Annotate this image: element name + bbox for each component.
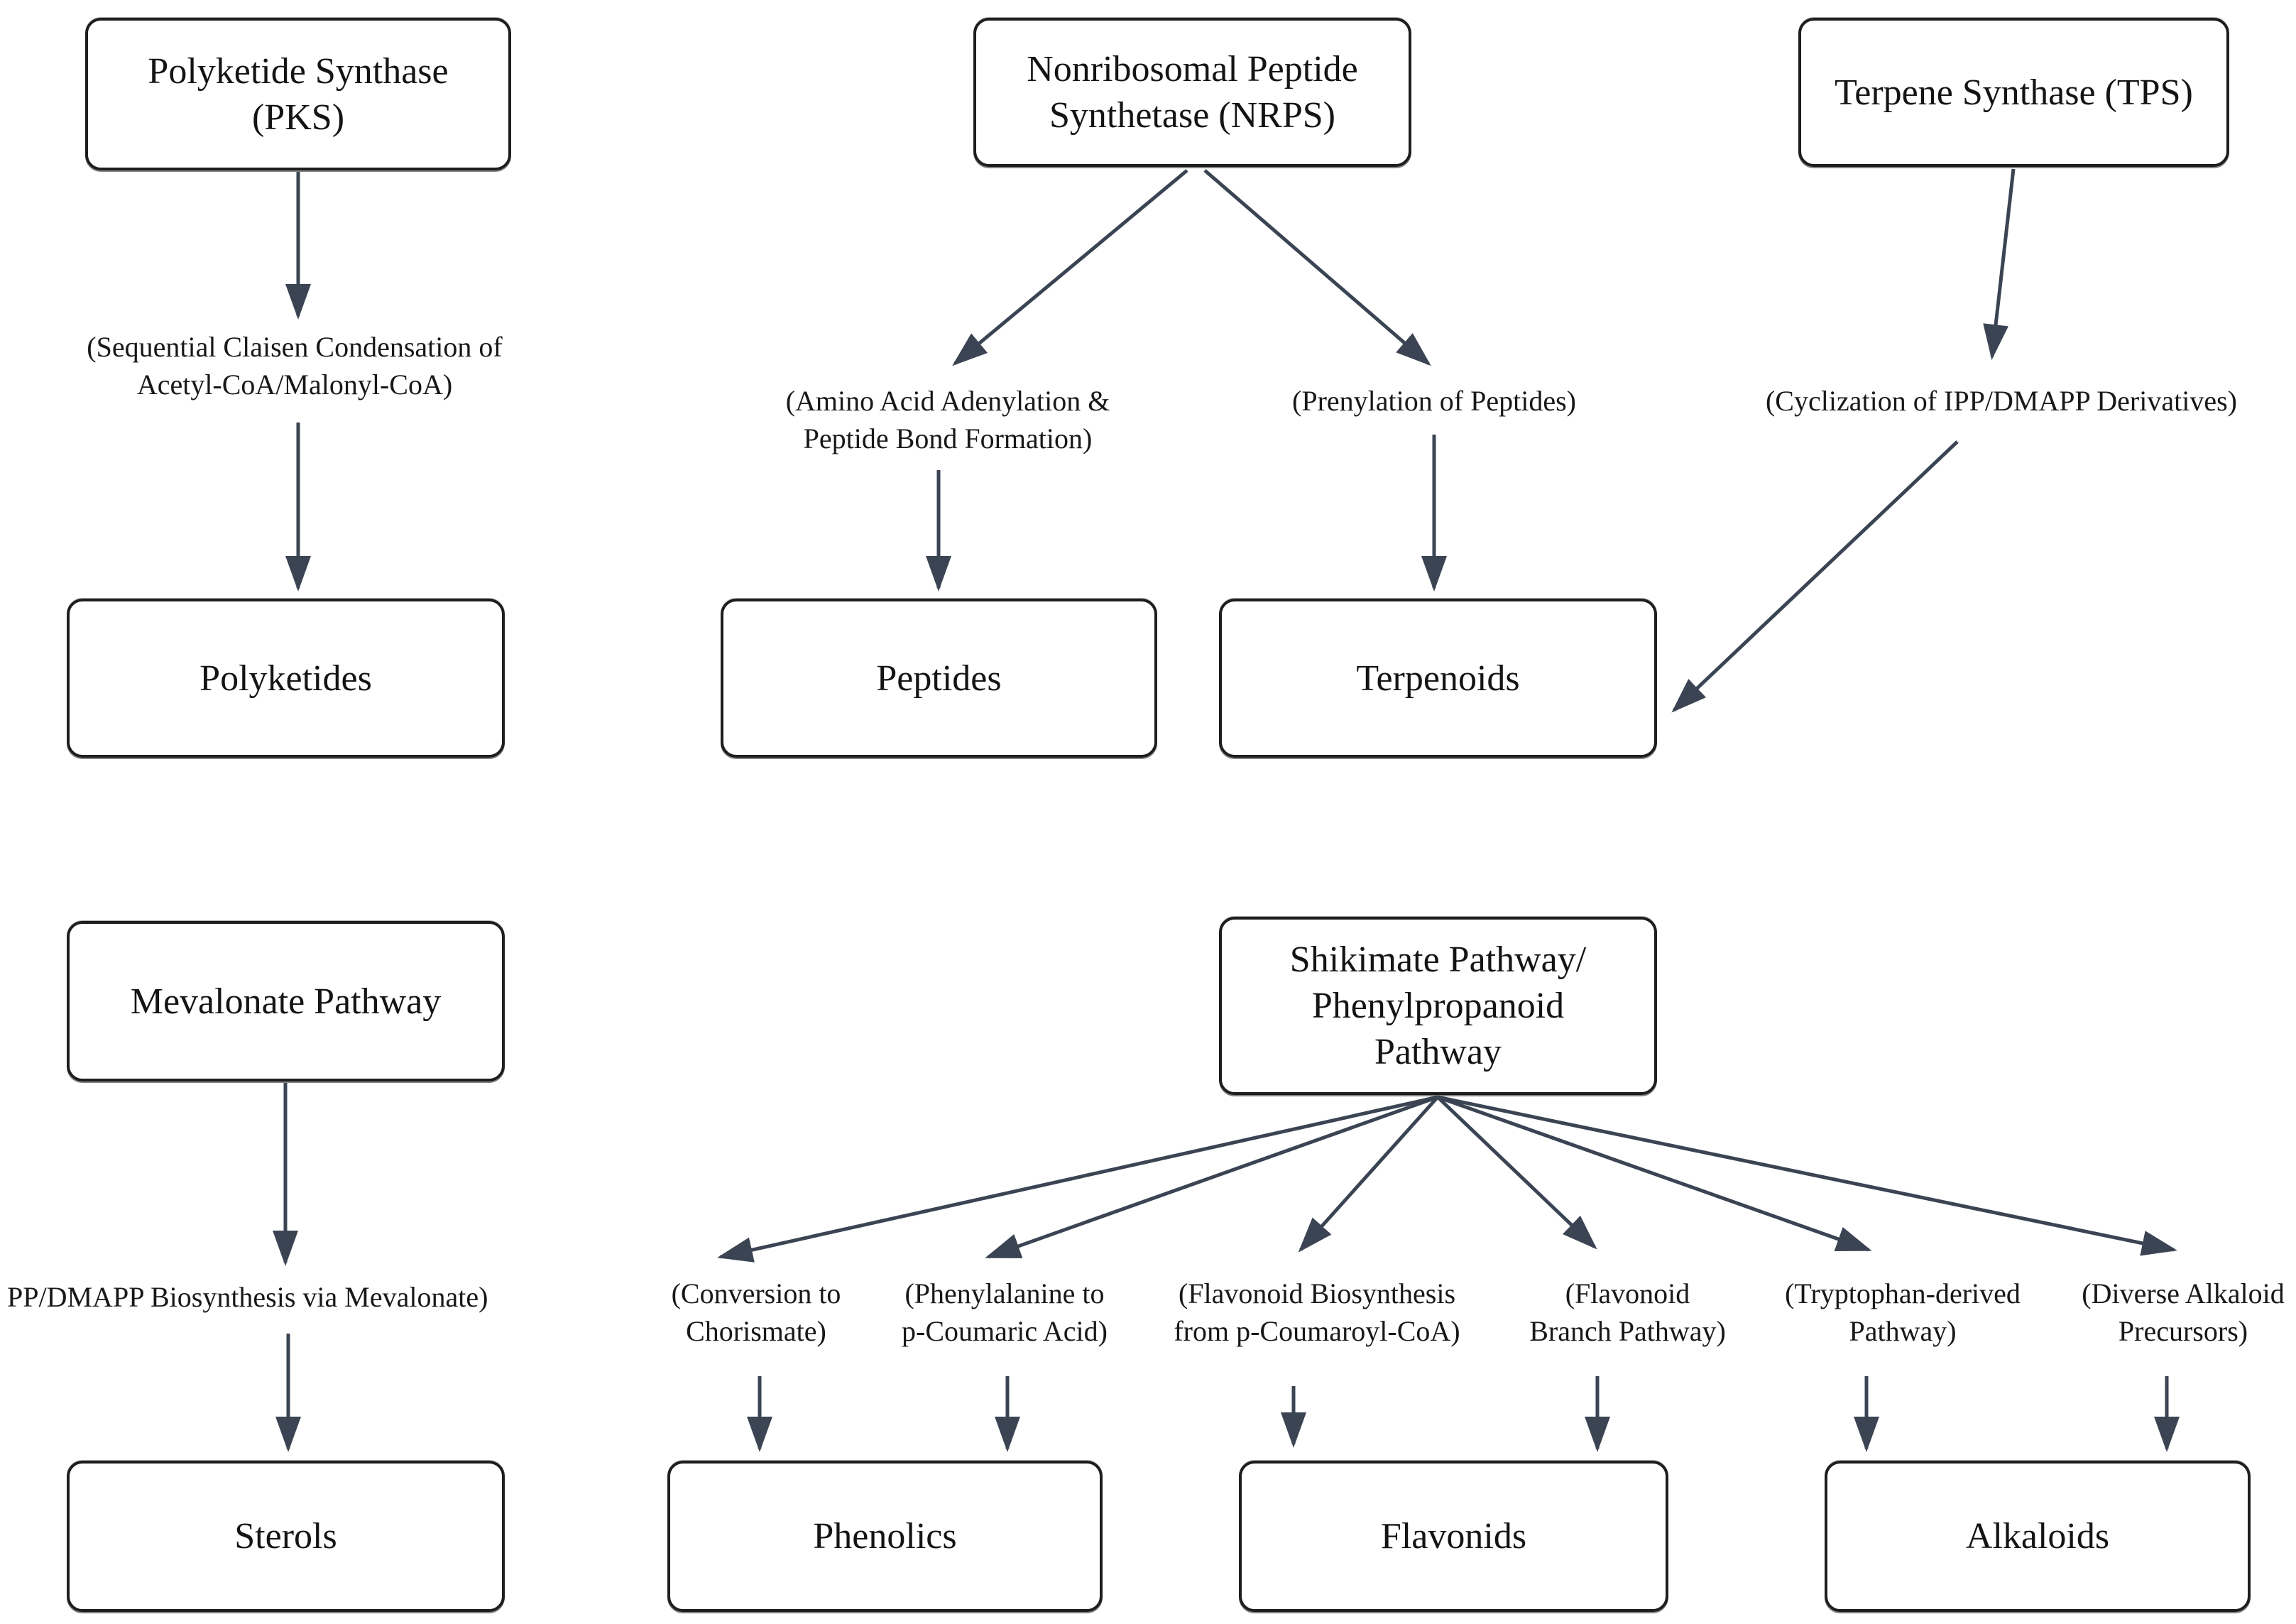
arrow-cyclization-to-terpenoids — [1671, 440, 1959, 713]
node-nrps: Nonribosomal Peptide Synthetase (NRPS) — [973, 18, 1411, 167]
annotation-nrps-prenylation: (Prenylation of Peptides) — [1292, 385, 1576, 417]
node-flavonids: Flavonids — [1239, 1461, 1668, 1612]
arrow-shikimate-to-chorismate — [717, 1095, 1438, 1263]
arrow-shikimate-to-tryptophan — [1437, 1095, 1872, 1252]
node-mevalonate-label: Mevalonate Pathway — [130, 981, 442, 1022]
annotation-tps-cyclization: (Cyclization of IPP/DMAPP Derivatives) — [1765, 385, 2237, 417]
node-polyketides: Polyketides — [67, 599, 505, 758]
node-pks-label: Polyketide Synthase (PKS) — [148, 50, 449, 138]
annotation-conversion-chorismate: (Conversion to Chorismate) — [671, 1277, 841, 1348]
node-phenolics: Phenolics — [667, 1461, 1103, 1612]
node-shikimate: Shikimate Pathway/ Phenylpropanoid Pathw… — [1219, 917, 1657, 1095]
node-terpenoids-label: Terpenoids — [1356, 658, 1520, 699]
arrow-shikimate-to-flavonoid-branch — [1436, 1096, 1597, 1250]
arrow-shikimate-to-diverse-alkaloid — [1437, 1095, 2177, 1256]
arrow-nrps-to-prenylation — [1203, 169, 1431, 366]
arrow-tps-to-cyclization — [1983, 168, 2016, 360]
annotation-diverse-alkaloid: (Diverse Alkaloid Precursors) — [2082, 1277, 2285, 1348]
node-nrps-label: Nonribosomal Peptide Synthetase (NRPS) — [1027, 49, 1358, 136]
annotation-nrps-adenylation: (Amino Acid Adenylation & Peptide Bond F… — [785, 385, 1110, 455]
arrow-shikimate-to-flavonoid-biosynthesis — [1298, 1096, 1439, 1253]
annotation-pks-process: (Sequential Claisen Condensation of Acet… — [87, 331, 503, 401]
annotation-tryptophan-pathway: (Tryptophan-derived Pathway) — [1785, 1277, 2021, 1348]
arrow-shikimate-to-phenylalanine — [985, 1095, 1438, 1259]
node-alkaloids-label: Alkaloids — [1965, 1516, 2110, 1557]
node-phenolics-label: Phenolics — [813, 1516, 957, 1557]
node-shikimate-label: Shikimate Pathway/ Phenylpropanoid Pathw… — [1289, 939, 1587, 1072]
node-sterols-label: Sterols — [234, 1516, 337, 1557]
arrow-nrps-to-adenylation — [952, 169, 1188, 366]
annotation-flavonoid-branch: (Flavonoid Branch Pathway) — [1529, 1277, 1726, 1348]
node-sterols: Sterols — [67, 1461, 505, 1612]
node-peptides-label: Peptides — [876, 658, 1002, 699]
node-tps-label: Terpene Synthase (TPS) — [1835, 72, 2193, 113]
node-terpenoids: Terpenoids — [1219, 599, 1657, 758]
node-alkaloids: Alkaloids — [1825, 1461, 2251, 1612]
annotation-mevalonate-biosynthesis: PP/DMAPP Biosynthesis via Mevalonate) — [7, 1281, 488, 1313]
annotation-flavonoid-biosynthesis: (Flavonoid Biosynthesis from p-Coumaroyl… — [1174, 1277, 1460, 1348]
node-mevalonate: Mevalonate Pathway — [67, 921, 505, 1081]
node-tps: Terpene Synthase (TPS) — [1798, 18, 2229, 167]
node-peptides: Peptides — [721, 599, 1157, 758]
node-flavonids-label: Flavonids — [1380, 1516, 1527, 1557]
node-polyketides-label: Polyketides — [199, 658, 372, 699]
node-pks: Polyketide Synthase (PKS) — [85, 18, 511, 170]
annotation-phenylalanine-coumaric: (Phenylalanine to p-Coumaric Acid) — [902, 1277, 1108, 1348]
